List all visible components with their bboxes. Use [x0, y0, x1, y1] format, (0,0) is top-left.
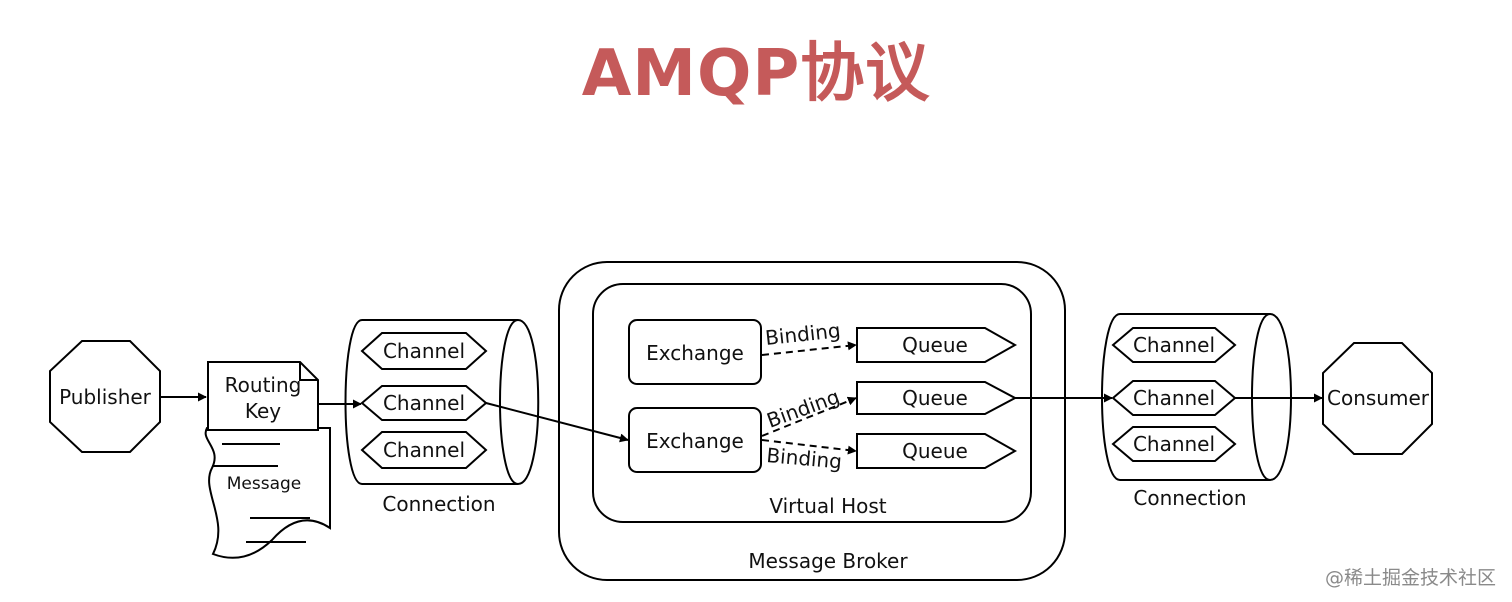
left-channel-1	[360, 332, 488, 370]
binding-label-1: Binding	[764, 318, 842, 350]
left-connection-front	[499, 319, 519, 485]
right-channel-label-3: Channel	[1133, 432, 1215, 456]
exchange-1-box	[628, 319, 762, 385]
left-connection-label: Connection	[382, 492, 495, 516]
exchange-1-label: Exchange	[646, 341, 744, 365]
right-connection-label: Connection	[1133, 486, 1246, 510]
queue-1-shape	[856, 327, 1018, 363]
queue-2-label: Queue	[902, 386, 968, 410]
binding-arrow-3	[761, 439, 857, 455]
arrow-channel-to-exchange	[485, 402, 629, 443]
right-channel-3	[1111, 426, 1237, 462]
left-channel-label-2: Channel	[383, 391, 465, 415]
queue-3-shape	[856, 433, 1018, 469]
message-broker-label: Message Broker	[748, 549, 908, 573]
binding-label-2: Binding	[764, 384, 843, 432]
publisher-label: Publisher	[59, 385, 152, 409]
binding-arrow-1	[761, 341, 857, 356]
right-channel-label-1: Channel	[1133, 333, 1215, 357]
watermark: @稀土掘金技术社区	[1324, 567, 1496, 589]
binding-label-3: Binding	[766, 443, 843, 473]
left-channel-3	[360, 431, 488, 469]
routing-key-label-line2: Key	[245, 399, 281, 423]
queue-1-label: Queue	[902, 333, 968, 357]
exchange-2-box	[628, 407, 762, 473]
left-channel-label-1: Channel	[383, 339, 465, 363]
exchange-2-label: Exchange	[646, 429, 744, 453]
right-channel-label-2: Channel	[1133, 386, 1215, 410]
binding-arrow-2	[761, 396, 857, 437]
consumer-node	[1322, 342, 1433, 455]
virtual-host-box	[592, 283, 1032, 523]
queue-3-label: Queue	[902, 439, 968, 463]
consumer-label: Consumer	[1327, 386, 1430, 410]
queue-2-shape	[856, 381, 1018, 415]
message-label: Message	[227, 474, 302, 494]
page-title: AMQP协议	[581, 37, 931, 111]
message-document	[204, 427, 331, 559]
right-channel-1	[1111, 327, 1237, 363]
left-channel-label-3: Channel	[383, 438, 465, 462]
virtual-host-label: Virtual Host	[769, 494, 886, 518]
routing-key-fold	[299, 362, 318, 381]
publisher-node	[49, 340, 161, 453]
routing-key-label-line1: Routing	[225, 373, 302, 397]
